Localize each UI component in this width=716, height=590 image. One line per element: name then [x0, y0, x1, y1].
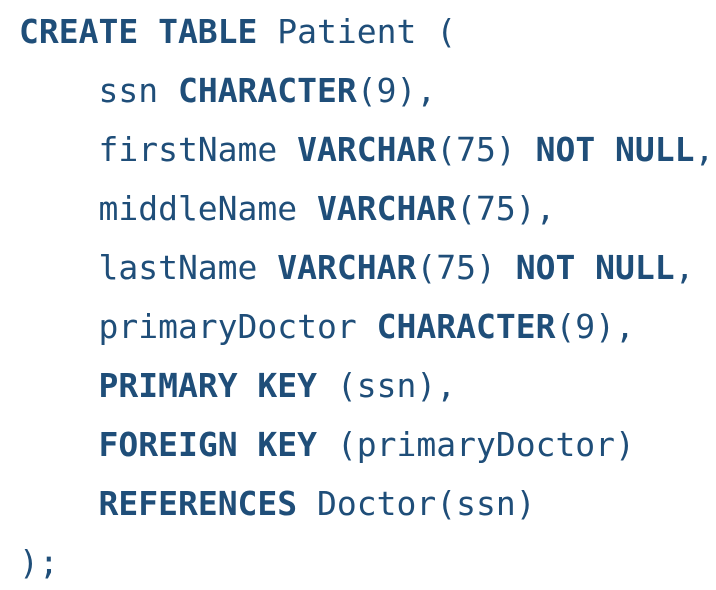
- sql-text: middleName: [19, 189, 318, 228]
- sql-keyword: FOREIGN KEY: [98, 425, 318, 464]
- sql-text: ,: [694, 130, 715, 169]
- sql-text: (9),: [555, 307, 635, 346]
- code-line: middleName VARCHAR(75),: [19, 179, 716, 238]
- sql-create-table-code-block: CREATE TABLE Patient ( ssn CHARACTER(9),…: [19, 2, 716, 590]
- sql-text: (primaryDoctor): [317, 425, 635, 464]
- sql-keyword: CREATE TABLE: [19, 12, 258, 51]
- code-line: PRIMARY KEY (ssn),: [19, 356, 716, 415]
- sql-text: Doctor(ssn): [297, 484, 536, 523]
- sql-keyword: NOT NULL: [535, 130, 695, 169]
- code-line: REFERENCES Doctor(ssn): [19, 474, 716, 533]
- sql-text: (9),: [356, 71, 437, 110]
- sql-text: (ssn),: [317, 366, 457, 405]
- code-line: firstName VARCHAR(75) NOT NULL,: [19, 120, 716, 179]
- sql-text: primaryDoctor: [19, 307, 377, 346]
- sql-keyword: PRIMARY KEY: [98, 366, 318, 405]
- sql-text: ssn: [19, 71, 178, 110]
- sql-keyword: VARCHAR: [297, 130, 437, 169]
- code-line: );: [19, 533, 716, 590]
- sql-keyword: CHARACTER: [376, 307, 556, 346]
- code-line: ssn CHARACTER(9),: [19, 61, 716, 120]
- sql-text: ,: [674, 248, 695, 287]
- code-line: lastName VARCHAR(75) NOT NULL,: [19, 238, 716, 297]
- sql-text: [19, 425, 98, 464]
- sql-text: (75): [436, 130, 536, 169]
- sql-text: lastName: [19, 248, 278, 287]
- sql-text: Patient (: [257, 12, 457, 51]
- sql-keyword: CHARACTER: [177, 71, 357, 110]
- code-line: FOREIGN KEY (primaryDoctor): [19, 415, 716, 474]
- sql-keyword: VARCHAR: [317, 189, 457, 228]
- code-line: CREATE TABLE Patient (: [19, 2, 716, 61]
- sql-text: [19, 366, 98, 405]
- sql-text: firstName: [19, 130, 298, 169]
- code-line: primaryDoctor CHARACTER(9),: [19, 297, 716, 356]
- sql-keyword: VARCHAR: [277, 248, 417, 287]
- sql-keyword: NOT NULL: [515, 248, 675, 287]
- sql-text: (75),: [456, 189, 556, 228]
- sql-text: );: [19, 543, 59, 582]
- sql-text: (75): [416, 248, 516, 287]
- sql-keyword: REFERENCES: [98, 484, 298, 523]
- sql-text: [19, 484, 98, 523]
